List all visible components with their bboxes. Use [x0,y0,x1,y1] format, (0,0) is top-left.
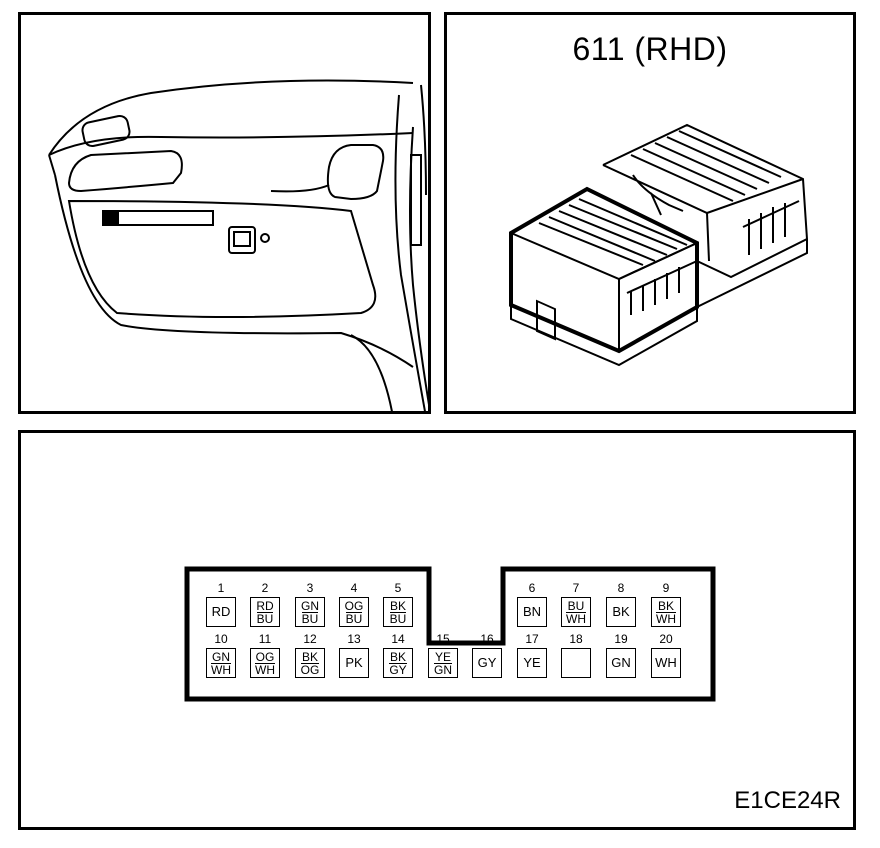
wire-color-code: PK [345,655,363,670]
wire-color-code: GN [434,662,452,677]
connector-face-outline [184,566,716,702]
location-view-panel [18,12,431,414]
wire-color-code: GN [212,649,230,664]
pin-number: 16 [480,632,494,646]
wire-color-code: BU [389,611,407,626]
wire-color-code: WH [656,611,676,626]
pin-number: 4 [350,581,358,595]
pin-number: 6 [528,581,536,595]
connector-housing-illustration [509,123,809,367]
wire-color-code: BU [567,598,585,613]
glovebox-dashboard-illustration [48,79,428,411]
figure-code: E1CE24R [734,787,841,814]
pin-number: 15 [436,632,450,646]
wire-color-code: OG [344,598,364,613]
wire-color-code: YE [434,649,451,664]
connector-view-panel: 611 (RHD) [444,12,856,414]
pin-number: 3 [306,581,314,595]
pin-cavity: PK [339,648,369,678]
pin-cavity: RD [206,597,236,627]
wire-color-code: YE [523,655,541,670]
wire-color-code: GY [477,655,497,670]
wire-color-code: RD [256,598,274,613]
wire-color-code: RD [211,604,231,619]
pin-number: 14 [391,632,405,646]
wire-color-code: WH [211,662,231,677]
pin-number: 19 [614,632,628,646]
pin-cavity: YE [517,648,547,678]
wire-color-code: BN [522,604,542,619]
pin-number: 1 [217,581,225,595]
wire-color-code: OG [255,649,275,664]
pin-cavity: GY [472,648,502,678]
wire-color-code: BK [301,649,318,664]
wire-color-code: GN [301,598,319,613]
pin-cavity: BN [517,597,547,627]
wire-color-code: WH [566,611,586,626]
pin-number: 18 [569,632,583,646]
pin-number: 11 [258,632,272,646]
pin-number: 10 [214,632,228,646]
pin-cavity: WH [651,648,681,678]
wire-color-code: BK [657,598,674,613]
wire-color-code: GY [389,662,407,677]
wire-color-code: GN [611,655,631,670]
wire-color-code: WH [255,662,275,677]
pin-number: 13 [347,632,361,646]
pin-number: 20 [659,632,673,646]
pin-number: 12 [303,632,317,646]
pin-number: 7 [572,581,580,595]
wire-color-code: WH [655,655,677,670]
pin-number: 5 [394,581,402,595]
wire-color-code: BU [345,611,363,626]
wire-color-code: BU [301,611,319,626]
pin-number: 2 [261,581,269,595]
pin-cavity [561,648,591,678]
pin-number: 9 [662,581,670,595]
wire-color-code: BU [256,611,274,626]
wire-color-code: BK [389,598,406,613]
connector-title: 611 (RHD) [572,31,728,67]
pin-cavity: BK [606,597,636,627]
wire-color-code: BK [389,649,406,664]
pin-cavity: GN [606,648,636,678]
pin-number: 8 [617,581,625,595]
wire-color-code: BK [612,604,630,619]
wire-color-code: OG [300,662,320,677]
pin-number: 17 [525,632,539,646]
